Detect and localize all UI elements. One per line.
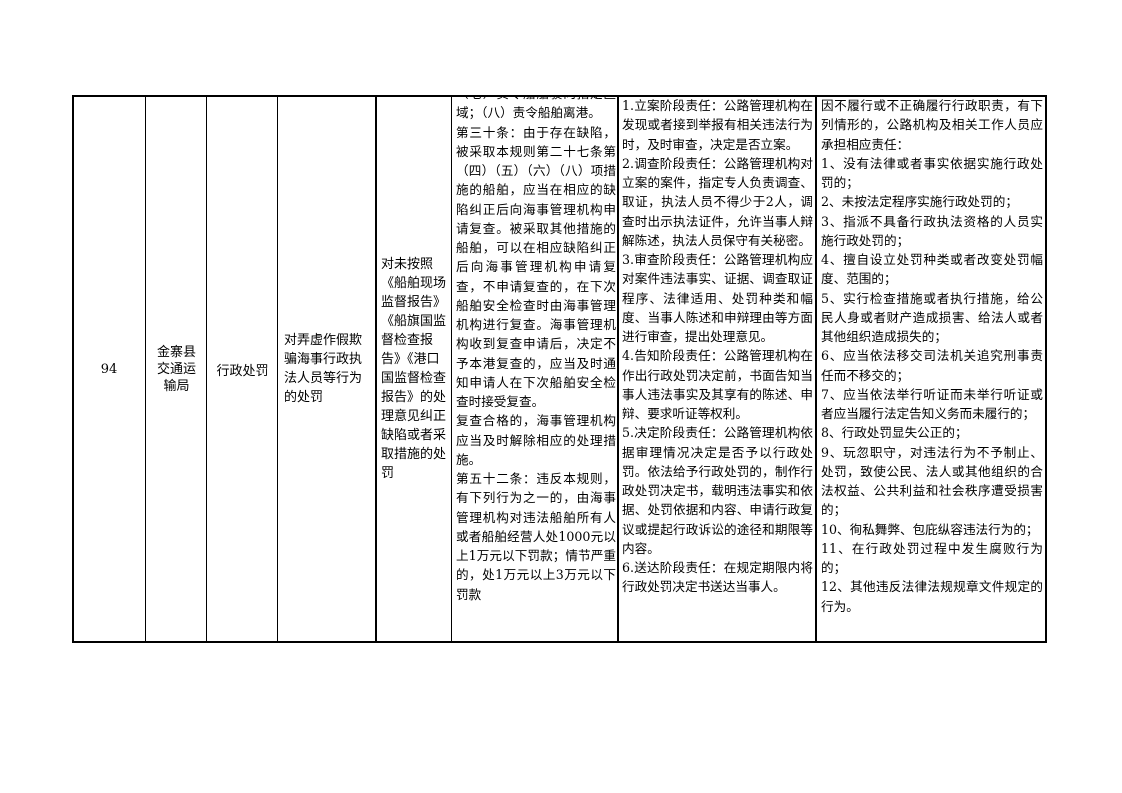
- table-border-right: [1045, 95, 1047, 643]
- column-divider: [145, 95, 146, 643]
- legal-basis-paragraph: 第三十条：由于存在缺陷，被采取本规则第二十七条第（四）（五）（六）（八）项措施的…: [456, 124, 616, 410]
- row-number: 94: [100, 361, 118, 377]
- accountability-item: 3、指派不具备行政执法资格的人员实施行政处罚的；: [821, 213, 1043, 248]
- legal-basis-paragraph: （七）责令船舶驶向指定区域；（八）责令船舶离港。: [456, 96, 616, 121]
- accountability-item: 11、在行政处罚过程中发生腐败行为的；: [821, 540, 1043, 575]
- accountability-item: 1、没有法律或者事实依据实施行政处罚的；: [821, 155, 1043, 190]
- accountability-item: 9、玩忽职守，对违法行为不予制止、处罚，致使公民、法人或其他组织的合法权益、公共…: [821, 444, 1043, 518]
- department-name: 金寨县交通运输局: [156, 344, 196, 394]
- responsibility-cell: 1.立案阶段责任：公路管理机构在发现或者接到举报有相关违法行为时，及时审查，决定…: [618, 96, 816, 642]
- item-name: 对弄虚作假欺骗海事行政执法人员等行为的处罚: [284, 333, 363, 405]
- legal-basis-paragraph: 复查合格的，海事管理机构应当及时解除相应的处理措施。: [456, 413, 616, 467]
- power-type: 行政处罚: [216, 363, 269, 379]
- item-name-cell: 对弄虚作假欺骗海事行政执法人员等行为的处罚: [278, 96, 376, 642]
- column-divider: [451, 95, 452, 643]
- responsibility-item: 6.送达阶段责任：在规定期限内将行政处罚决定书送达当事人。: [622, 560, 813, 595]
- table-border-bottom: [72, 641, 1047, 643]
- accountability-item: 8、行政处罚显失公正的；: [821, 425, 968, 441]
- column-divider: [815, 95, 817, 643]
- accountability-item: 2、未按法定程序实施行政处罚的；: [821, 194, 1018, 210]
- responsibility-item: 4.告知阶段责任：公路管理机构在作出行政处罚决定前，书面告知当事人违法事实及其享…: [622, 348, 813, 421]
- responsibility-item: 1.立案阶段责任：公路管理机构在发现或者接到举报有相关违法行为时，及时审查，决定…: [622, 98, 813, 152]
- sub-item-cell: 对未按照《船舶现场监督报告》《船旗国监督检查报告》《港口国监督检查报告》的处理意…: [376, 96, 452, 642]
- sub-item-name: 对未按照《船舶现场监督报告》《船旗国监督检查报告》《港口国监督检查报告》的处理意…: [381, 257, 447, 481]
- legal-basis-cell: （七）责令船舶驶向指定区域；（八）责令船舶离港。 第三十条：由于存在缺陷，被采取…: [452, 96, 618, 642]
- accountability-item: 12、其他违反法律法规规章文件规定的行为。: [821, 579, 1043, 614]
- accountability-item: 10、徇私舞弊、包庇纵容违法行为的；: [821, 521, 1039, 537]
- table-border-left: [72, 95, 74, 643]
- responsibility-item: 5.决定阶段责任：公路管理机构依据审理情况决定是否予以行政处罚。依法给予行政处罚…: [622, 425, 813, 556]
- legal-basis-paragraph: 第五十二条：违反本规则，有下列行为之一的，由海事管理机构对违法船舶所有人或者船舶…: [456, 471, 616, 602]
- column-divider: [206, 95, 207, 643]
- department-cell: 金寨县交通运输局: [146, 96, 207, 642]
- column-divider: [617, 95, 619, 643]
- responsibility-item: 2.调查阶段责任：公路管理机构对立案的案件，指定专人负责调查、取证，执法人员不得…: [622, 155, 813, 248]
- accountability-intro: 因不履行或不正确履行行政职责，有下列情形的，公路机构及相关工作人员应承担相应责任…: [821, 98, 1043, 152]
- responsibility-item: 3.审查阶段责任：公路管理机构应对案件违法事实、证据、调查取证程序、法律适用、处…: [622, 252, 813, 344]
- accountability-item: 5、实行检查措施或者执行措施，给公民人身或者财产造成损害、给法人或者其他组织造成…: [821, 290, 1043, 345]
- accountability-item: 4、擅自设立处罚种类或者改变处罚幅度、范围的；: [821, 252, 1043, 287]
- table-border-top: [72, 95, 1047, 97]
- accountability-item: 6、应当依法移交司法机关追究刑事责任而不移交的；: [821, 348, 1043, 383]
- column-divider: [277, 95, 278, 643]
- row-number-cell: 94: [72, 96, 146, 642]
- accountability-item: 7、应当依法举行听证而未举行听证或者应当履行法定告知义务而未履行的；: [821, 386, 1043, 421]
- column-divider: [375, 95, 377, 643]
- power-type-cell: 行政处罚: [207, 96, 278, 642]
- accountability-cell: 因不履行或不正确履行行政职责，有下列情形的，公路机构及相关工作人员应承担相应责任…: [816, 96, 1046, 642]
